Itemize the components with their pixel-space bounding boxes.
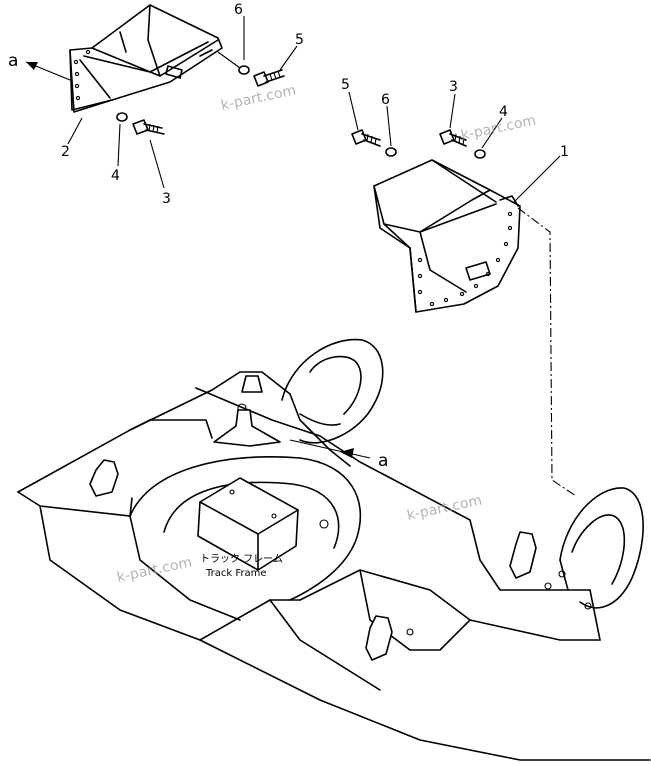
- watermark: k-part.com: [220, 82, 298, 114]
- right-bolt-3: [439, 129, 467, 147]
- leader-right-3: [449, 93, 456, 129]
- callout-2: 2: [61, 144, 70, 160]
- callout-4-left: 4: [111, 168, 120, 184]
- leader-left-4: [117, 123, 121, 167]
- leader-frame-a: [289, 439, 371, 459]
- left-bolt-3: [132, 119, 165, 135]
- watermark: k-part.com: [116, 554, 194, 586]
- callout-6-right: 6: [381, 92, 390, 108]
- callout-3-right: 3: [449, 79, 458, 95]
- left-leader: [217, 51, 241, 69]
- callout-a-left: a: [8, 51, 18, 71]
- callout-6-left: 6: [234, 2, 243, 18]
- callout-3-left: 3: [162, 191, 171, 207]
- caption-japanese: トラック フレーム: [200, 553, 283, 565]
- watermark: k-part.com: [406, 492, 484, 524]
- leader-left-2: [67, 117, 83, 145]
- left-bolt-5: [253, 69, 285, 87]
- right-washer-6: [385, 147, 397, 157]
- assembly-chain-line: [517, 207, 577, 497]
- leader-right-1: [513, 155, 561, 203]
- left-bracket: [69, 4, 223, 113]
- right-bolt-5: [351, 129, 381, 147]
- left-washer-4: [116, 112, 128, 122]
- callout-5-right: 5: [341, 77, 350, 93]
- leader-left-3: [149, 139, 165, 189]
- leader-left-5: [279, 45, 298, 71]
- callout-a-frame: a: [378, 451, 388, 471]
- callout-4-right: 4: [499, 104, 508, 120]
- callout-1: 1: [560, 144, 569, 160]
- right-washer-4: [474, 149, 486, 159]
- leader-right-5: [348, 91, 359, 131]
- leader-right-6: [386, 105, 392, 147]
- arrow-left-a: [26, 62, 38, 70]
- callout-5-left: 5: [295, 32, 304, 48]
- left-washer-6: [238, 65, 250, 75]
- caption-english: Track Frame: [205, 568, 267, 579]
- arrow-frame-a: [340, 448, 354, 458]
- leader-right-4: [481, 117, 503, 149]
- track-frame: [17, 338, 651, 761]
- right-bracket: [373, 159, 521, 313]
